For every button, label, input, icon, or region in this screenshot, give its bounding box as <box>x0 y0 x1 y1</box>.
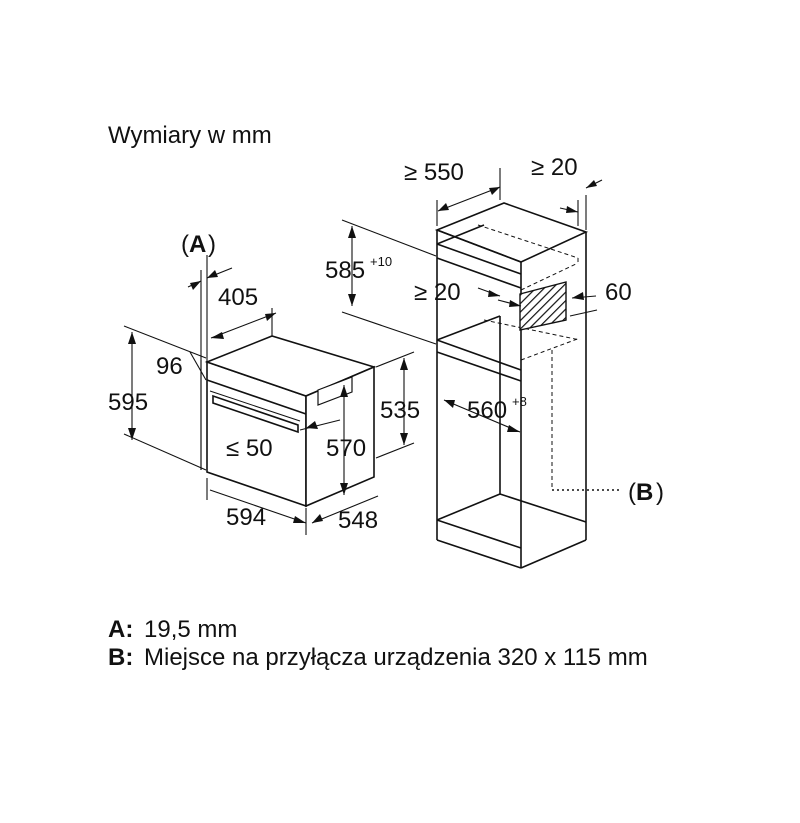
dim-60: 60 <box>605 279 632 306</box>
cabinet-drawing <box>434 202 589 569</box>
b-marker-open: ( <box>628 479 636 506</box>
connection-area-hatch <box>519 281 567 331</box>
a-marker-open: ( <box>181 231 189 258</box>
dim-560: 560 <box>467 397 507 424</box>
legend-key-b: B: <box>108 644 134 671</box>
a-marker-letter: A <box>189 231 206 258</box>
dim-585-tolerance: +10 <box>370 254 392 269</box>
b-marker-letter: B <box>636 479 653 506</box>
dim-le-50: ≤ 50 <box>226 435 273 462</box>
legend-row-b: B: Miejsce na przyłącza urządzenia 320 x… <box>108 644 704 672</box>
dim-570: 570 <box>326 435 366 462</box>
oven-drawing <box>200 335 377 508</box>
dim-595: 595 <box>108 389 148 416</box>
legend-text-b: Miejsce na przyłącza urządzenia 320 x 11… <box>144 644 648 671</box>
oven-arrowheads <box>128 270 408 523</box>
dim-594: 594 <box>226 504 266 531</box>
dim-560-tolerance: +8 <box>512 394 527 409</box>
legend-row-a: A: 19,5 mm <box>108 616 704 644</box>
legend-key-a: A: <box>108 616 134 643</box>
legend-text-a: 19,5 mm <box>144 616 238 643</box>
dim-ge-20-mid: ≥ 20 <box>414 279 461 306</box>
dim-585: 585 <box>325 257 365 284</box>
legend: A: 19,5 mm B: Miejsce na przyłącza urząd… <box>108 616 704 672</box>
dim-ge-550: ≥ 550 <box>404 159 464 186</box>
a-marker-close: ) <box>208 231 216 258</box>
dim-ge-20-top: ≥ 20 <box>531 154 578 181</box>
b-marker-close: ) <box>656 479 664 506</box>
dim-405: 405 <box>218 284 258 311</box>
dim-548: 548 <box>338 507 378 534</box>
cabinet-dashed-outline <box>477 224 581 490</box>
diagram-title: Wymiary w mm <box>108 122 272 149</box>
cabinet-arrowheads <box>348 180 597 432</box>
dim-535: 535 <box>380 397 420 424</box>
dim-96: 96 <box>156 353 183 380</box>
